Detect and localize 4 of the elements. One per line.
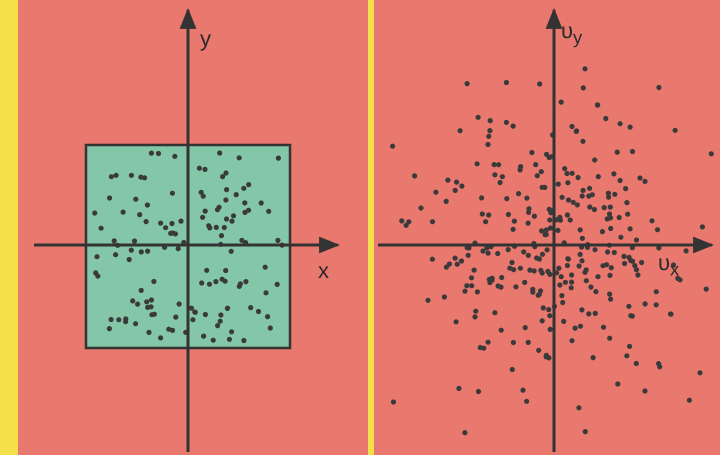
axis-label: υ$_{x}$ bbox=[658, 252, 680, 279]
axis-label: x bbox=[318, 260, 329, 282]
axis-label: υ$_{y}$ bbox=[561, 20, 582, 47]
axis-label: y bbox=[200, 28, 211, 50]
